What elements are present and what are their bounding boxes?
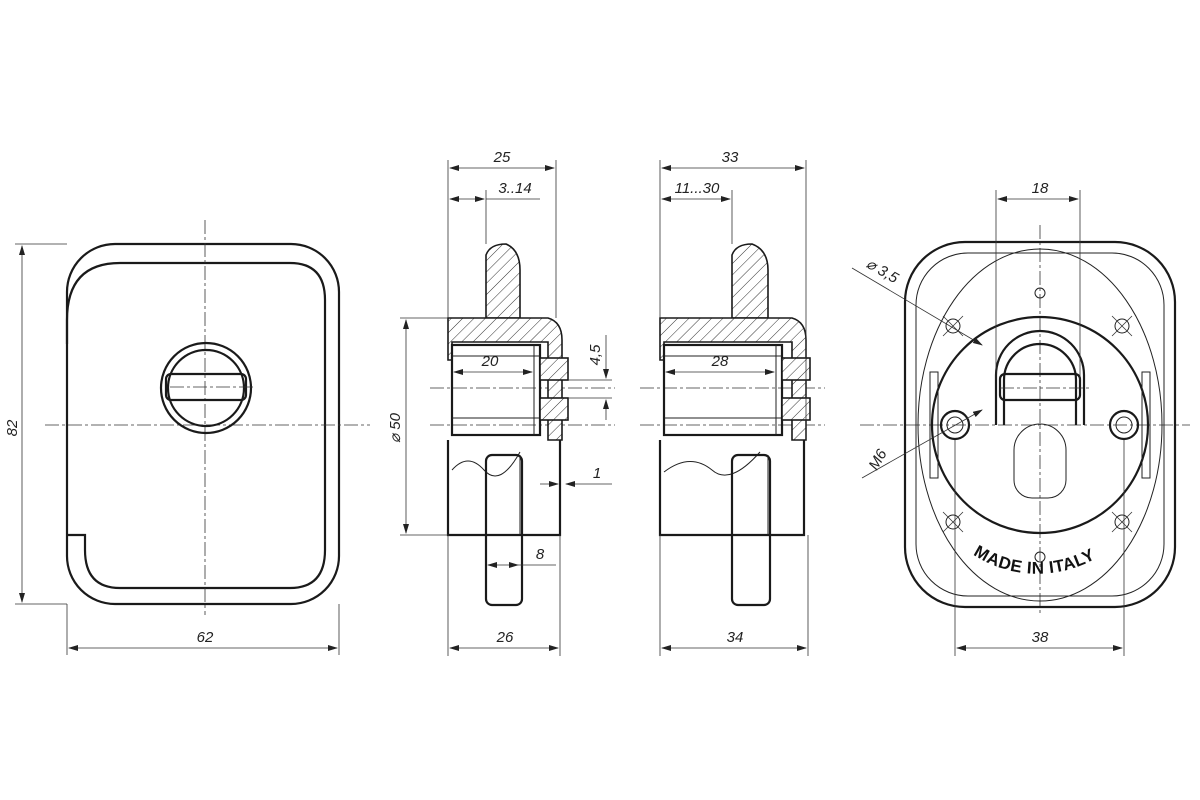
- dim-26-label: 26: [496, 629, 514, 646]
- small-hole-top-left: [945, 318, 961, 334]
- small-hole-bottom-left: [945, 514, 961, 530]
- front-view: 82 62: [4, 220, 370, 655]
- dim-28-label: 28: [711, 353, 729, 370]
- dim-leader-d3-5: [851, 267, 983, 346]
- dim-leader-m6: [861, 409, 983, 479]
- dim-d50-label: ⌀ 50: [387, 412, 404, 443]
- plate-section-a: [447, 317, 563, 441]
- back-plate-outer: [903, 240, 1177, 609]
- keyhole-cover-inner: [166, 348, 246, 428]
- dim-d3-5-label: ⌀ 3,5: [863, 255, 902, 287]
- small-hole-bottom-right: [1114, 514, 1130, 530]
- back-plate-inner: [915, 252, 1165, 597]
- dim-8-label: 8: [536, 546, 545, 563]
- lower-body-a: [446, 440, 562, 537]
- knob-section-b: [731, 243, 769, 319]
- lower-tab-a: [484, 453, 524, 607]
- mount-hole-left: [939, 409, 971, 441]
- dim-3-14-label: 3..14: [498, 180, 531, 197]
- dim-82-label: 82: [4, 419, 21, 436]
- back-view: MADE IN ITALY 18 ⌀ 3,5 M6 38: [851, 180, 1190, 656]
- dim-33-label: 33: [722, 149, 739, 166]
- dim-m6-label: M6: [866, 446, 891, 473]
- dim-18-label: 18: [1032, 180, 1049, 197]
- dim-38-label: 38: [1032, 629, 1049, 646]
- rosette-block-bottom-a: [539, 397, 569, 421]
- stamp-text: MADE IN ITALY: [971, 542, 1098, 578]
- back-rosette-disc: [930, 315, 1150, 535]
- back-keyhole-slot: [998, 372, 1082, 402]
- front-plate-outer: [65, 242, 341, 606]
- dim-62-label: 62: [197, 629, 214, 646]
- side-view-b: 33 11...30 28 34: [640, 149, 825, 656]
- dim-25-label: 25: [493, 149, 511, 166]
- dim-34-label: 34: [727, 629, 744, 646]
- lower-tab-b: [730, 453, 772, 607]
- small-hole-bottom: [1034, 551, 1046, 563]
- back-keyhole-cover: [994, 329, 1086, 425]
- cylinder-cutout: [1013, 423, 1067, 499]
- keyhole-cover-ring: [159, 341, 253, 435]
- inner-cylinder-b: [662, 343, 784, 437]
- dim-1-label: 1: [593, 465, 601, 482]
- small-hole-top: [1034, 287, 1046, 299]
- dim-11-30-label: 11...30: [675, 180, 720, 197]
- side-view-a: 25 3..14 20 4,5 ⌀ 50 1 8 26: [387, 149, 615, 656]
- dim-20-label: 20: [481, 353, 499, 370]
- small-hole-top-right: [1114, 318, 1130, 334]
- rosette-block-bottom-b: [781, 397, 811, 421]
- mount-hole-right: [1108, 409, 1140, 441]
- back-plate-oval: [917, 248, 1163, 602]
- dim-4-5-label: 4,5: [587, 344, 604, 366]
- rosette-block-top-a: [539, 357, 569, 381]
- inner-cylinder-a: [450, 343, 542, 437]
- knob-section-a: [485, 243, 521, 319]
- rosette-block-top-b: [781, 357, 811, 381]
